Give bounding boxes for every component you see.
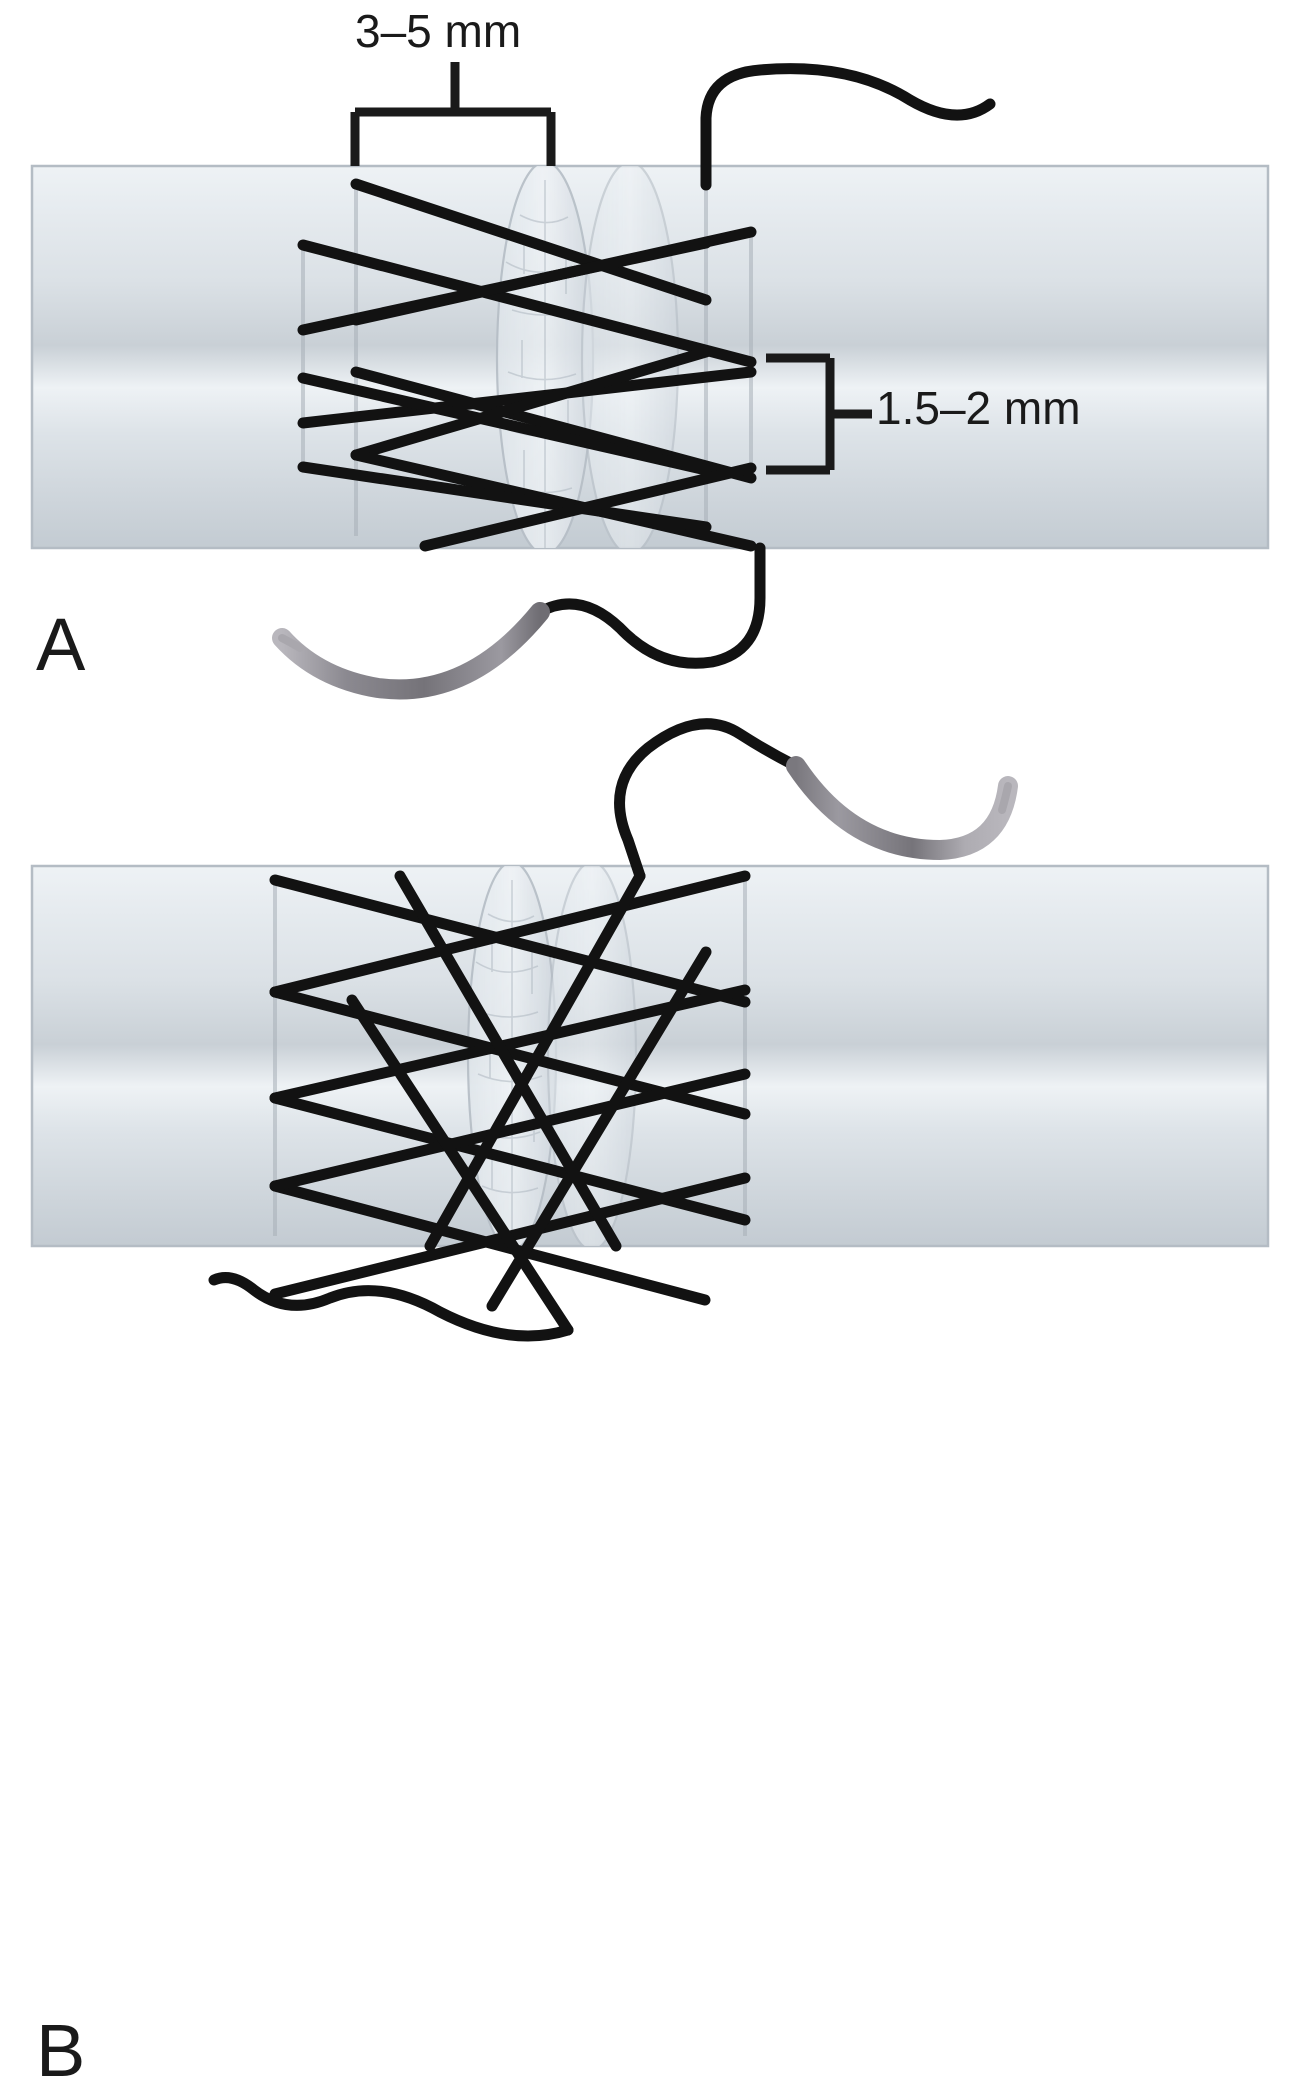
gap-measurement-label: 3–5 mm [355, 5, 522, 57]
suture-needle-strand-a [534, 542, 766, 669]
bite-bracket-a [766, 353, 872, 475]
surgical-needle-b [786, 756, 1018, 861]
vessel-tube-b [30, 864, 1270, 1248]
suture-free-tail-a [700, 63, 996, 191]
panel-label-b: B [36, 2009, 86, 2092]
gap-bracket-a [350, 62, 556, 166]
suture-thread-a [297, 178, 757, 552]
suture-thread-b [269, 870, 751, 1336]
suture-needle-strand-b [614, 718, 802, 882]
panel-a: 3–5 mm 1.5–2 mm A [0, 0, 1300, 710]
surgical-needle-a [272, 602, 550, 700]
panel-a-graphic [30, 62, 1270, 700]
panel-b-graphic [30, 718, 1270, 1342]
suture-free-tail-b [208, 1272, 574, 1342]
bite-measurement-label: 1.5–2 mm [876, 382, 1081, 434]
panel-label-a: A [36, 603, 86, 686]
panel-b: B [0, 700, 1300, 2088]
